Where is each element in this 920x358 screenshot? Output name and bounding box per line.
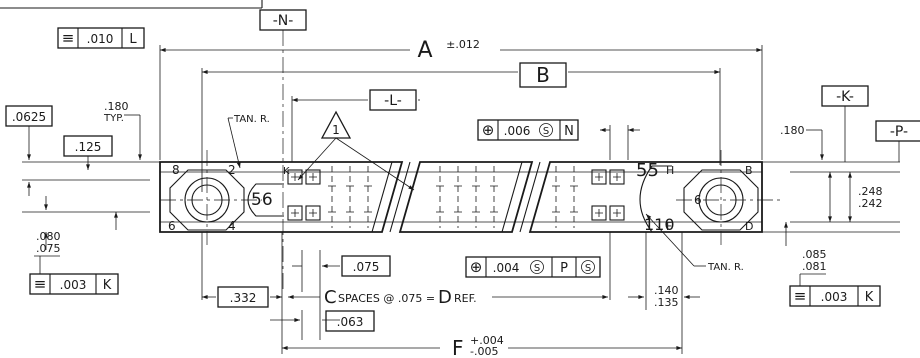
svg-text:-N-: -N- [273, 13, 294, 29]
right-vertical-dims: .180 .248 .242 .085 .081 [762, 106, 900, 286]
dimension-l [291, 96, 420, 162]
dim-box-125: .125 [63, 135, 113, 157]
dim-box-0625: .0625 [5, 105, 53, 127]
svg-text:.075: .075 [36, 242, 61, 255]
pin-dashes [328, 166, 578, 228]
tan-r-right: TAN. R. [645, 213, 744, 273]
svg-text:.004: .004 [493, 261, 520, 275]
svg-text:.248: .248 [858, 185, 883, 198]
svg-text:⊕: ⊕ [482, 121, 495, 139]
svg-text:-K-: -K- [836, 89, 854, 105]
svg-text:6: 6 [694, 193, 702, 207]
svg-text:6: 6 [168, 219, 176, 233]
svg-text:.003: .003 [60, 278, 87, 292]
svg-text:⊕: ⊕ [470, 258, 483, 276]
svg-text:.180: .180 [780, 124, 805, 137]
svg-text:TAN. R.: TAN. R. [233, 114, 270, 125]
svg-text:.242: .242 [858, 197, 883, 210]
svg-text:≡: ≡ [34, 275, 47, 293]
svg-text:K: K [865, 290, 874, 305]
svg-text:≡: ≡ [794, 287, 807, 305]
svg-text:SPACES @ .075 =: SPACES @ .075 = [338, 292, 435, 305]
svg-text:1: 1 [332, 123, 340, 137]
svg-text:.332: .332 [230, 291, 257, 305]
svg-text:B: B [536, 63, 550, 87]
svg-text:.075: .075 [353, 260, 380, 274]
svg-text:4: 4 [228, 219, 236, 233]
fcf-symmetry-bottom-left: ≡ .003 K [29, 273, 119, 295]
svg-text:.081: .081 [802, 260, 827, 273]
svg-text:TYP.: TYP. [103, 113, 124, 124]
note-flag: 1 [297, 110, 415, 191]
fcf-position-middle: ⊕ .004 S P S [465, 256, 601, 278]
svg-text:-L-: -L- [384, 93, 402, 109]
svg-text:D: D [745, 220, 753, 233]
svg-text:REF.: REF. [454, 292, 477, 305]
svg-text:D: D [438, 287, 452, 308]
dimension-a: A ±.012 [159, 38, 763, 160]
svg-text:-.005: -.005 [470, 345, 498, 358]
svg-text:S: S [585, 263, 591, 274]
bottom-dims: C SPACES @ .075 = D REF. .140 .135 F +.0… [201, 232, 700, 358]
svg-text:N: N [564, 124, 574, 139]
svg-text:.125: .125 [75, 140, 102, 154]
svg-text:B: B [745, 164, 753, 177]
svg-text:+.004: +.004 [470, 334, 504, 347]
pads-left [287, 169, 321, 221]
svg-text:A: A [417, 38, 432, 63]
left-octagon [160, 150, 262, 245]
svg-text:S: S [534, 263, 540, 274]
datum-k: -K- [821, 85, 869, 107]
dim-box-075: .075 [341, 255, 391, 277]
part-body [159, 161, 763, 233]
part-labels: 8 2 6 4 56 K 55 110 H B F D 6 [168, 160, 753, 234]
fcf-symmetry-bottom-right: ≡ .003 K [789, 285, 881, 307]
datum-l: -L- [369, 89, 417, 111]
right-recess [639, 165, 672, 233]
svg-text:.180: .180 [104, 100, 129, 113]
right-octagon [676, 150, 780, 245]
svg-text:.006: .006 [504, 124, 531, 138]
pads-right [591, 169, 625, 221]
svg-text:.080: .080 [36, 230, 61, 243]
left-vertical-dims: .180 TYP. .080 .075 [22, 100, 160, 274]
fcf-symmetry-top-left: ≡ .010 L [57, 27, 145, 49]
dim-box-063: .063 [325, 310, 375, 332]
svg-text:S: S [543, 126, 549, 137]
svg-text:56: 56 [251, 190, 273, 210]
svg-text:55: 55 [636, 160, 659, 181]
dim-box-332: .332 [217, 286, 269, 308]
title-box-edge [0, 0, 263, 9]
svg-text:TAN. R.: TAN. R. [707, 262, 744, 273]
svg-text:F: F [452, 336, 464, 358]
svg-text:.0625: .0625 [12, 110, 46, 124]
fcf-position-top: ⊕ .006 S N [477, 119, 579, 141]
svg-text:C: C [324, 287, 337, 308]
svg-text:K: K [283, 166, 290, 177]
dim-box-b: B [519, 62, 567, 88]
tan-r-left: TAN. R. [227, 114, 270, 169]
svg-text:.140: .140 [654, 284, 679, 297]
svg-text:.003: .003 [821, 290, 848, 304]
svg-text:K: K [103, 278, 112, 293]
svg-text:H: H [666, 164, 674, 177]
svg-text:±.012: ±.012 [446, 38, 480, 51]
svg-text:L: L [129, 32, 137, 47]
dimension-b [201, 68, 721, 192]
svg-text:P: P [560, 261, 568, 276]
datum-p: -P- [875, 120, 920, 142]
svg-text:.010: .010 [87, 32, 114, 46]
svg-text:.085: .085 [802, 248, 827, 261]
datum-n: -N- [259, 9, 307, 31]
svg-text:2: 2 [228, 163, 236, 177]
svg-text:-P-: -P- [890, 124, 908, 140]
svg-text:≡: ≡ [62, 29, 75, 47]
svg-text:F: F [666, 220, 672, 233]
svg-text:.063: .063 [337, 315, 364, 329]
left-recess [247, 183, 284, 217]
dim-position-top-leader [600, 125, 640, 160]
svg-text:.135: .135 [654, 296, 679, 309]
svg-text:8: 8 [172, 163, 180, 177]
